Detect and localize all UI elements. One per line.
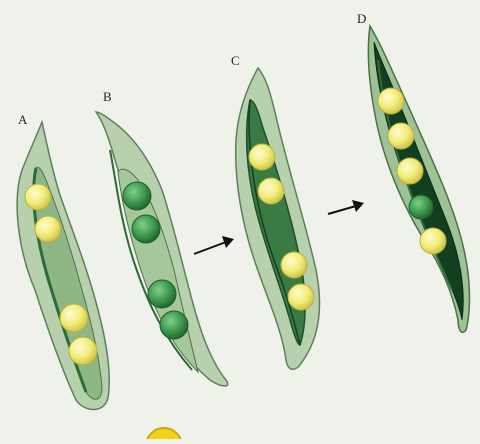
pod-d-pea-3 [397, 158, 423, 184]
pod-c-pea-2 [258, 178, 284, 204]
pod-b-pea-1 [123, 182, 151, 210]
pod-a-pea-2 [35, 216, 61, 242]
pod-c-pea-4 [288, 284, 314, 310]
pod-d-pea-4 [409, 195, 433, 219]
pod-d-pea-5 [420, 228, 446, 254]
pod-c-pea-3 [281, 252, 307, 278]
arrow-c-to-d [328, 200, 364, 214]
pod-c-label: C [231, 53, 240, 69]
pod-b-label: B [103, 89, 112, 105]
pod-a [17, 122, 109, 410]
pod-b-pea-4 [160, 311, 188, 339]
pod-a-label: A [18, 112, 27, 128]
pod-d-label: D [357, 11, 366, 27]
pod-a-pea-4 [69, 337, 97, 365]
pod-c [236, 68, 320, 369]
pod-c-pea-1 [249, 144, 275, 170]
pod-d-pea-2 [388, 123, 414, 149]
pod-d-pea-1 [378, 88, 404, 114]
pod-a-pea-3 [60, 304, 88, 332]
pod-b-pea-3 [148, 280, 176, 308]
arrow-b-to-c [194, 236, 234, 254]
partial-yellow-circle-icon [146, 428, 182, 439]
pod-a-pea-1 [25, 184, 51, 210]
pod-d [368, 26, 469, 332]
pod-b-pea-2 [132, 215, 160, 243]
